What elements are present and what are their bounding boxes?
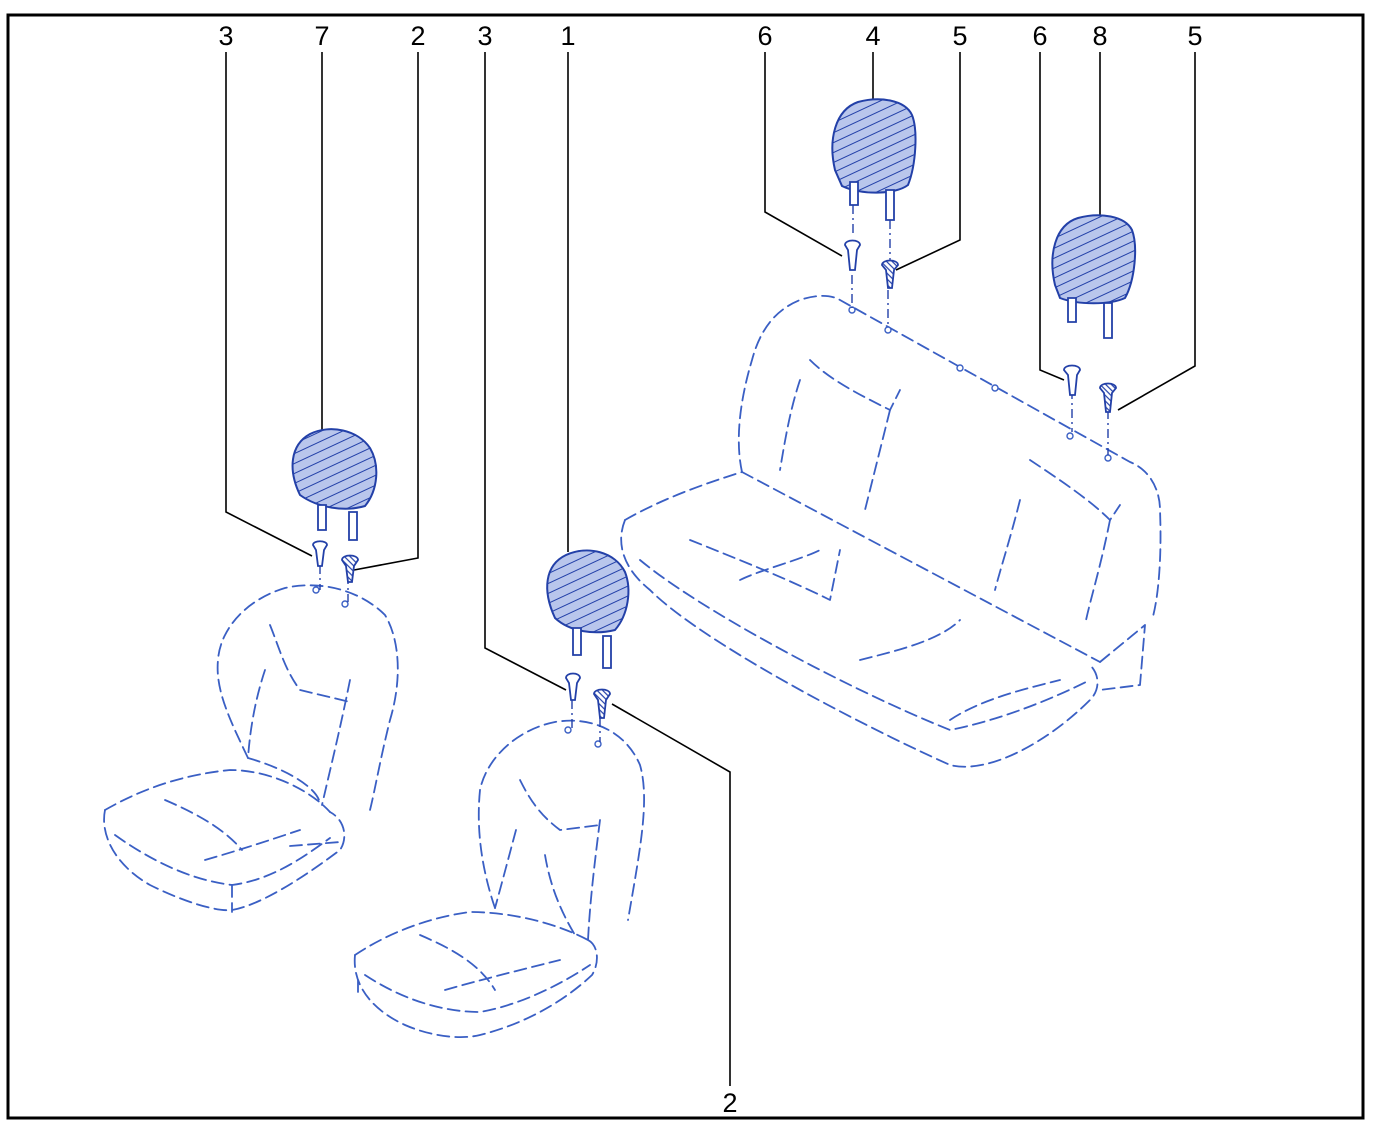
- callout-label: 4: [865, 21, 880, 51]
- callout-label: 6: [757, 21, 772, 51]
- callout-label: 2: [722, 1088, 737, 1118]
- headrest-front-right: [546, 549, 630, 742]
- callout-label: 1: [560, 21, 575, 51]
- diagram-frame: [6, 13, 1365, 1120]
- callout-label: 6: [1032, 21, 1047, 51]
- callout-label: 5: [952, 21, 967, 51]
- callout-label: 2: [410, 21, 425, 51]
- headrest-rear-center: [831, 98, 917, 328]
- callout-label: 3: [218, 21, 233, 51]
- callout-label: 3: [477, 21, 492, 51]
- headrest-front-left: [291, 428, 378, 602]
- front-right-seat: [353, 719, 645, 1038]
- headrest-rear-right: [1051, 214, 1137, 455]
- callout-labels: 3 7 2 3 1 6 4 5 6 8 5 2: [218, 21, 1202, 1118]
- front-left-seat: [103, 584, 399, 913]
- leader-lines: [225, 52, 1196, 1086]
- rear-bench-seat: [620, 294, 1162, 768]
- callout-label: 7: [314, 21, 329, 51]
- callout-label: 5: [1187, 21, 1202, 51]
- callout-label: 8: [1092, 21, 1107, 51]
